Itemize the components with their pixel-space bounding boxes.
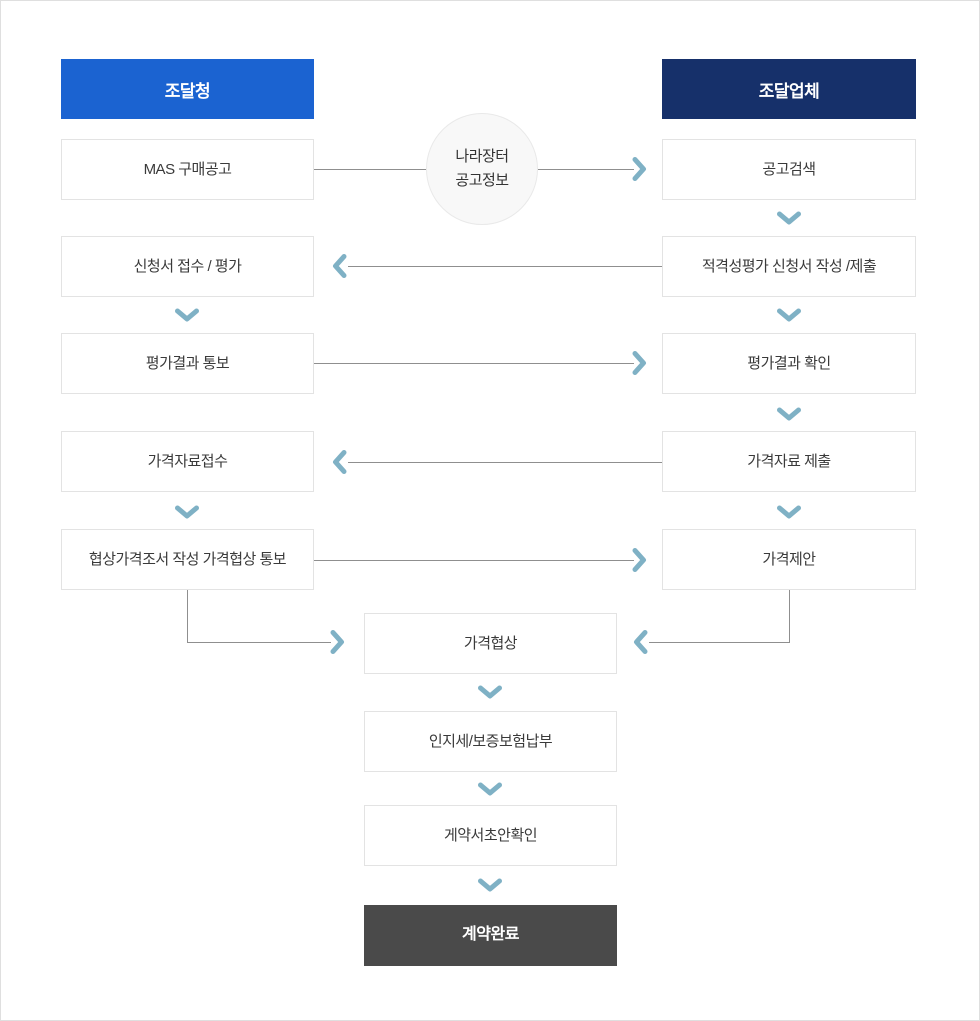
step-label: 신청서 접수 / 평가 (133, 257, 242, 275)
connector-line (187, 642, 331, 643)
connector-line (348, 266, 662, 267)
step-label: 평가결과 통보 (145, 354, 230, 372)
step-notice-search: 공고검색 (662, 139, 916, 200)
step-label: 계약완료 (462, 926, 519, 944)
arrow-right-icon (632, 350, 647, 376)
step-label: 적격성평가 신청서 작성 /제출 (701, 257, 877, 275)
hub-nara-marketplace: 나라장터 공고정보 (426, 113, 538, 225)
header-label: 조달청 (164, 81, 211, 101)
chevron-down-icon (174, 505, 200, 519)
step-negotiation-record-notice: 협상가격조서 작성 가격협상 통보 (61, 529, 314, 590)
step-evaluation-result-check: 평가결과 확인 (662, 333, 916, 394)
arrow-right-icon (330, 629, 345, 655)
step-mas-purchase-notice: MAS 구매공고 (61, 139, 314, 200)
arrow-left-icon (332, 449, 347, 475)
arrow-left-icon (633, 629, 648, 655)
step-label: 가격협상 (463, 634, 518, 652)
chevron-down-icon (477, 782, 503, 796)
arrow-left-icon (332, 253, 347, 279)
chevron-down-icon (174, 308, 200, 322)
step-stamp-tax-guarantee-payment: 인지세/보증보험납부 (364, 711, 617, 772)
connector-line (314, 169, 426, 170)
step-label: 가격자료접수 (147, 452, 228, 470)
connector-line (187, 590, 188, 643)
header-supplier: 조달업체 (662, 59, 916, 119)
chevron-down-icon (776, 407, 802, 421)
step-label: 가격자료 제출 (747, 452, 831, 470)
step-label: 인지세/보증보험납부 (428, 732, 553, 750)
step-contract-draft-check: 게약서초안확인 (364, 805, 617, 866)
connector-line (649, 642, 790, 643)
step-label: 공고검색 (762, 160, 816, 178)
connector-line (789, 590, 790, 643)
step-label: 가격제안 (762, 550, 816, 568)
step-label: MAS 구매공고 (143, 160, 232, 178)
connector-line (538, 169, 634, 170)
arrow-right-icon (632, 156, 647, 182)
step-label: 평가결과 확인 (747, 354, 831, 372)
connector-line (348, 462, 662, 463)
hub-label-line2: 공고정보 (455, 172, 509, 189)
step-price-negotiation: 가격협상 (364, 613, 617, 674)
step-contract-complete: 계약완료 (364, 905, 617, 966)
chevron-down-icon (776, 505, 802, 519)
step-evaluation-result-notice: 평가결과 통보 (61, 333, 314, 394)
chevron-down-icon (477, 878, 503, 892)
step-application-receipt-evaluation: 신청서 접수 / 평가 (61, 236, 314, 297)
header-procurement-service: 조달청 (61, 59, 314, 119)
chevron-down-icon (776, 211, 802, 225)
step-price-proposal: 가격제안 (662, 529, 916, 590)
arrow-right-icon (632, 547, 647, 573)
step-label: 게약서초안확인 (443, 826, 538, 844)
step-eligibility-application-submit: 적격성평가 신청서 작성 /제출 (662, 236, 916, 297)
step-price-data-submit: 가격자료 제출 (662, 431, 916, 492)
chevron-down-icon (477, 685, 503, 699)
step-label: 협상가격조서 작성 가격협상 통보 (88, 550, 287, 568)
hub-label-line1: 나라장터 (455, 148, 509, 165)
chevron-down-icon (776, 308, 802, 322)
header-label: 조달업체 (758, 81, 820, 101)
connector-line (314, 560, 634, 561)
step-price-data-receipt: 가격자료접수 (61, 431, 314, 492)
connector-line (314, 363, 634, 364)
